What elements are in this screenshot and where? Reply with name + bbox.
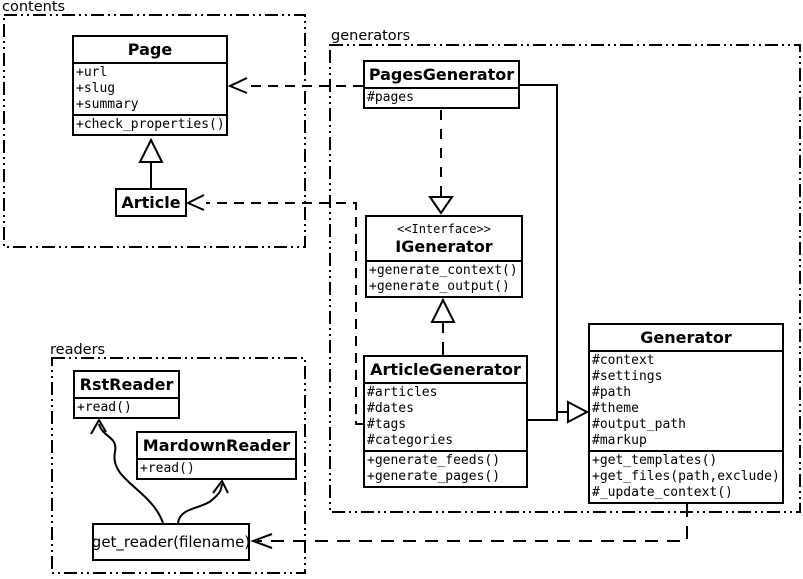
pagesgenerator-inherits-generator-line xyxy=(519,84,558,412)
articlegenerator-uses-article-line xyxy=(206,202,363,425)
getreader-to-mardownreader-curve xyxy=(177,483,223,524)
class-generator-methods: +get_templates() +get_files(path,exclude… xyxy=(590,450,782,502)
getreader-to-mardownreader-arrowhead xyxy=(212,479,229,494)
class-pagesgenerator-title: PagesGenerator xyxy=(368,65,515,84)
class-mardownreader: MardownReader +read() xyxy=(136,431,297,480)
class-igenerator: <<Interface>> IGenerator +generate_conte… xyxy=(365,215,523,298)
package-label-generators: generators xyxy=(331,28,411,44)
class-articlegenerator: ArticleGenerator #articles #dates #tags … xyxy=(363,355,528,488)
articlegenerator-uses-article-arrowhead xyxy=(185,194,205,211)
package-label-readers: readers xyxy=(50,342,106,358)
package-readers-border xyxy=(51,357,306,574)
getreader-to-rstreader-arrowhead xyxy=(90,418,107,435)
class-generator-title: Generator xyxy=(640,328,732,347)
class-generator: Generator #context #settings #path #them… xyxy=(588,323,784,504)
class-articlegenerator-methods: +generate_feeds() +generate_pages() xyxy=(365,450,526,486)
articlegenerator-inherits-generator-line xyxy=(527,411,568,421)
class-articlegenerator-attributes: #articles #dates #tags #categories xyxy=(365,382,526,450)
class-article: Article xyxy=(115,188,187,217)
class-page-attributes: +url +slug +summary xyxy=(74,62,226,114)
class-igenerator-stereotype: <<Interface>> xyxy=(397,221,491,236)
class-page-title: Page xyxy=(127,40,173,59)
articlegenerator-realizes-igenerator-triangle xyxy=(430,297,456,323)
getreader-to-rstreader-curve xyxy=(98,423,164,524)
generator-inheritance-triangle xyxy=(567,400,590,424)
class-pagesgenerator-attributes: #pages xyxy=(365,87,518,107)
class-mardownreader-title: MardownReader xyxy=(142,436,291,455)
class-page-methods: +check_properties() xyxy=(74,114,226,134)
class-igenerator-title: IGenerator xyxy=(395,236,493,256)
class-igenerator-methods: +generate_context() +generate_output() xyxy=(367,260,521,296)
class-generator-attributes: #context #settings #path #theme #output_… xyxy=(590,350,782,450)
class-pagesgenerator: PagesGenerator #pages xyxy=(363,60,520,109)
package-contents-border xyxy=(3,14,306,248)
article-inherits-page-triangle xyxy=(138,137,164,163)
generator-uses-getreader-line xyxy=(257,504,688,542)
generator-uses-getreader-arrowhead xyxy=(250,533,273,549)
class-rstreader-methods: +read() xyxy=(75,397,178,417)
class-rstreader-title: RstReader xyxy=(79,375,174,394)
class-article-title: Article xyxy=(121,193,181,212)
class-articlegenerator-title: ArticleGenerator xyxy=(370,360,521,379)
class-igenerator-header: <<Interface>> IGenerator xyxy=(367,217,521,260)
node-getreader: get_reader(filename) xyxy=(92,523,250,561)
class-page: Page +url +slug +summary +check_properti… xyxy=(72,35,228,136)
package-label-contents: contents xyxy=(2,0,66,15)
class-rstreader: RstReader +read() xyxy=(73,370,180,419)
pagesgenerator-uses-page-arrowhead xyxy=(227,77,248,94)
package-generators-border xyxy=(329,44,801,513)
pagesgenerator-realizes-igenerator-triangle xyxy=(428,196,454,215)
class-mardownreader-methods: +read() xyxy=(138,458,295,478)
